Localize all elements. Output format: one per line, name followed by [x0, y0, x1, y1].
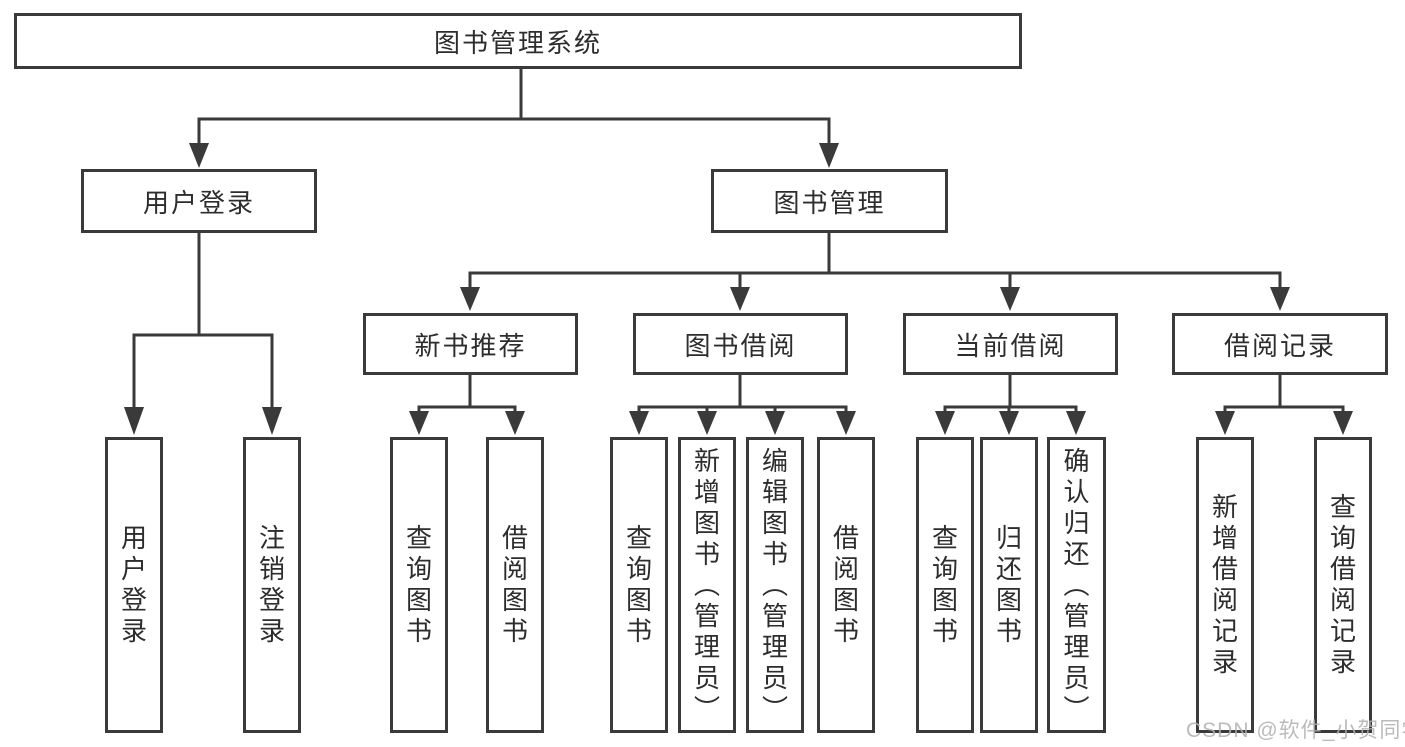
vertical-label-char: 询	[1329, 523, 1356, 553]
vertical-label-char: ︵	[693, 569, 720, 600]
node-book-borrow: 图书借阅	[633, 313, 848, 375]
vertical-label-char: 查	[931, 523, 958, 553]
vertical-label-char: 书	[832, 616, 859, 646]
vertical-label-char: 归	[1063, 507, 1090, 538]
vertical-label-char: 图	[931, 585, 958, 615]
leaf-logout-login: 注销登录	[243, 437, 301, 733]
vertical-label-char: ︵	[1063, 569, 1090, 600]
leaf-edit-book-admin: 编辑图书︵管理员︶	[746, 437, 804, 733]
vertical-label-char: 图	[625, 585, 652, 615]
vertical-label-char: 图	[501, 585, 528, 615]
vertical-label-char: 理	[761, 631, 788, 662]
vertical-label-char: 书	[995, 616, 1022, 646]
leaf-add-borrow-record: 新增借阅记录	[1196, 437, 1254, 733]
vertical-label-char: 认	[1063, 476, 1090, 507]
vertical-label-char: 图	[693, 507, 720, 538]
vertical-label-char: 录	[1329, 647, 1356, 677]
vertical-label-char: 阅	[1329, 585, 1356, 615]
vertical-label-char: 新	[1211, 492, 1238, 522]
vertical-label-char: 员	[693, 662, 720, 693]
vertical-label-char: 录	[1211, 647, 1238, 677]
leaf-query-borrow-record: 查询借阅记录	[1314, 437, 1372, 733]
vertical-label-char: 记	[1329, 616, 1356, 646]
vertical-label-char: 询	[405, 554, 432, 584]
vertical-label-char: 图	[761, 507, 788, 538]
vertical-label-char: 管	[1063, 600, 1090, 631]
leaf-query-books-current: 查询图书	[916, 437, 974, 733]
vertical-label-char: 用	[120, 523, 147, 553]
vertical-label-char: 借	[1211, 554, 1238, 584]
leaf-return-books: 归还图书	[980, 437, 1038, 733]
vertical-label-char: ︶	[761, 693, 788, 724]
vertical-label-char: 销	[258, 554, 285, 584]
node-borrow-records: 借阅记录	[1172, 313, 1388, 375]
leaf-confirm-return-admin: 确认归还︵管理员︶	[1047, 437, 1106, 733]
vertical-label-char: 增	[1211, 523, 1238, 553]
vertical-label-char: 借	[1329, 554, 1356, 584]
vertical-label-char: 理	[693, 631, 720, 662]
vertical-label-char: 理	[1063, 631, 1090, 662]
vertical-label-char: 员	[1063, 662, 1090, 693]
node-new-book-recommend: 新书推荐	[363, 313, 578, 375]
vertical-label-char: 查	[625, 523, 652, 553]
vertical-label-char: 登	[258, 585, 285, 615]
leaf-user-login: 用户登录	[105, 437, 163, 733]
leaf-query-books-borrow: 查询图书	[610, 437, 668, 733]
vertical-label-char: 阅	[501, 554, 528, 584]
vertical-label-char: 还	[995, 554, 1022, 584]
vertical-label-char: 图	[405, 585, 432, 615]
node-book-management: 图书管理	[711, 169, 948, 233]
vertical-label-char: 管	[693, 600, 720, 631]
vertical-label-char: 增	[693, 476, 720, 507]
vertical-label-char: 确	[1063, 445, 1090, 476]
vertical-label-char: 录	[120, 616, 147, 646]
vertical-label-char: 员	[761, 662, 788, 693]
leaf-query-books-recommend: 查询图书	[390, 437, 448, 733]
vertical-label-char: 阅	[832, 554, 859, 584]
leaf-borrow-books-borrow: 借阅图书	[817, 437, 875, 733]
vertical-label-char: ︶	[1063, 693, 1090, 724]
node-current-borrow-label: 当前借阅	[954, 330, 1067, 361]
vertical-label-char: 查	[1329, 492, 1356, 522]
vertical-label-char: 询	[931, 554, 958, 584]
node-current-borrow: 当前借阅	[903, 313, 1118, 375]
leaf-borrow-books-recommend: 借阅图书	[486, 437, 544, 733]
vertical-label-char: 图	[995, 585, 1022, 615]
vertical-label-char: 阅	[1211, 585, 1238, 615]
vertical-label-char: 书	[693, 538, 720, 569]
vertical-label-char: 管	[761, 600, 788, 631]
vertical-label-char: 新	[693, 445, 720, 476]
vertical-label-char: ︵	[761, 569, 788, 600]
vertical-label-char: 查	[405, 523, 432, 553]
vertical-label-char: 录	[258, 616, 285, 646]
node-borrow-records-label: 借阅记录	[1223, 330, 1336, 361]
vertical-label-char: 借	[832, 523, 859, 553]
vertical-label-char: 书	[931, 616, 958, 646]
vertical-label-char: 编	[761, 445, 788, 476]
node-new-book-recommend-label: 新书推荐	[414, 330, 527, 361]
vertical-label-char: 图	[832, 585, 859, 615]
node-book-borrow-label: 图书借阅	[684, 330, 797, 361]
node-book-management-label: 图书管理	[773, 187, 886, 218]
vertical-label-char: 书	[625, 616, 652, 646]
node-library-system-root-label: 图书管理系统	[433, 27, 602, 58]
vertical-label-char: 书	[501, 616, 528, 646]
vertical-label-char: 登	[120, 585, 147, 615]
node-user-login-label: 用户登录	[142, 187, 255, 218]
vertical-label-char: 辑	[761, 476, 788, 507]
vertical-label-char: 书	[761, 538, 788, 569]
vertical-label-char: 借	[501, 523, 528, 553]
vertical-label-char: 归	[995, 523, 1022, 553]
vertical-label-char: 记	[1211, 616, 1238, 646]
vertical-label-char: 注	[258, 523, 285, 553]
vertical-label-char: 书	[405, 616, 432, 646]
node-user-login: 用户登录	[81, 169, 317, 233]
node-library-system-root: 图书管理系统	[14, 13, 1022, 69]
vertical-label-char: 询	[625, 554, 652, 584]
leaf-add-book-admin: 新增图书︵管理员︶	[678, 437, 736, 733]
vertical-label-char: 户	[120, 554, 147, 584]
vertical-label-char: ︶	[693, 693, 720, 724]
vertical-label-char: 还	[1063, 538, 1090, 569]
